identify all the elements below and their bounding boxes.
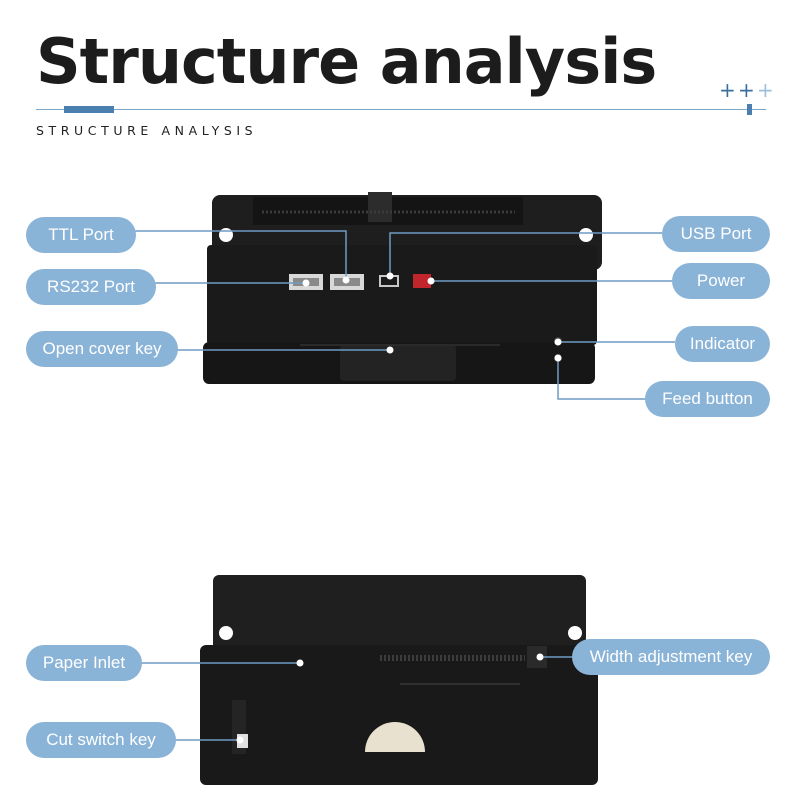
label-width-adjustment-key: Width adjustment key xyxy=(572,639,770,675)
label-power: Power xyxy=(672,263,770,299)
title-divider xyxy=(36,109,766,110)
plus-decoration: + xyxy=(719,78,736,102)
label-indicator: Indicator xyxy=(675,326,770,362)
label-ttl-port: TTL Port xyxy=(26,217,136,253)
page-subtitle: STRUCTURE ANALYSIS xyxy=(36,123,258,138)
label-paper-inlet: Paper Inlet xyxy=(26,645,142,681)
power-port-connector xyxy=(413,274,431,288)
label-usb-port: USB Port xyxy=(662,216,770,252)
divider-tick xyxy=(747,104,752,115)
page-title: Structure analysis xyxy=(36,25,657,98)
divider-accent xyxy=(64,106,114,113)
leader-dots xyxy=(236,272,562,744)
label-cut-switch-key: Cut switch key xyxy=(26,722,176,758)
label-feed-button: Feed button xyxy=(645,381,770,417)
label-open-cover-key: Open cover key xyxy=(26,331,178,367)
label-rs232-port: RS232 Port xyxy=(26,269,156,305)
printer-bottom-view xyxy=(200,575,598,785)
plus-decoration: + xyxy=(757,78,774,102)
printer-top-view xyxy=(203,192,602,384)
leader-lines xyxy=(135,230,675,741)
plus-decoration: + xyxy=(738,78,755,102)
